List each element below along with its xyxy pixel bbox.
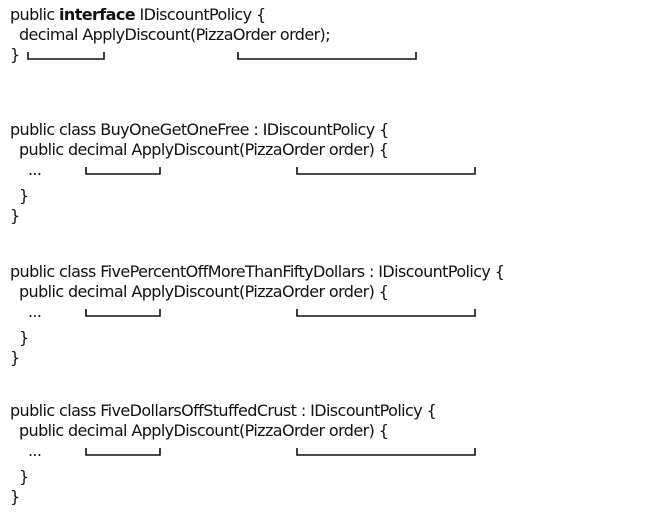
class-declaration-five-dollars-off: public class FiveDollarsOffStuffedCrust … bbox=[10, 401, 437, 420]
method-closing-brace: } bbox=[10, 328, 29, 347]
interface-declaration: public interface IDiscountPolicy { bbox=[10, 5, 266, 25]
class-declaration-five-percent-off: public class FivePercentOffMoreThanFifty… bbox=[10, 262, 505, 281]
method-body-ellipsis: ... bbox=[10, 441, 42, 460]
method-body-ellipsis: ... bbox=[10, 160, 42, 179]
parameter-list-bracket bbox=[296, 167, 476, 175]
interface-keyword: interface bbox=[59, 5, 136, 24]
return-type-bracket bbox=[85, 448, 161, 456]
class-declaration-buy-one-get-one-free: public class BuyOneGetOneFree : IDiscoun… bbox=[10, 120, 389, 139]
parameter-list-bracket bbox=[237, 52, 417, 60]
method-signature-buy-one-get-one-free: public decimal ApplyDiscount(PizzaOrder … bbox=[10, 140, 389, 159]
class-closing-brace: } bbox=[10, 487, 20, 506]
return-type-bracket bbox=[27, 52, 105, 60]
interface-method-signature: decimal ApplyDiscount(PizzaOrder order); bbox=[10, 25, 331, 44]
interface-access-modifier: public bbox=[10, 5, 60, 24]
parameter-list-bracket bbox=[296, 309, 476, 317]
interface-name: IDiscountPolicy { bbox=[135, 5, 266, 24]
return-type-bracket bbox=[85, 167, 161, 175]
parameter-list-bracket bbox=[296, 448, 476, 456]
method-closing-brace: } bbox=[10, 186, 29, 205]
class-closing-brace: } bbox=[10, 348, 20, 367]
return-type-bracket bbox=[85, 309, 161, 317]
method-closing-brace: } bbox=[10, 467, 29, 486]
method-signature-five-dollars-off: public decimal ApplyDiscount(PizzaOrder … bbox=[10, 421, 389, 440]
interface-closing-brace: } bbox=[10, 45, 20, 64]
class-closing-brace: } bbox=[10, 206, 20, 225]
method-signature-five-percent-off: public decimal ApplyDiscount(PizzaOrder … bbox=[10, 282, 389, 301]
method-body-ellipsis: ... bbox=[10, 302, 42, 321]
